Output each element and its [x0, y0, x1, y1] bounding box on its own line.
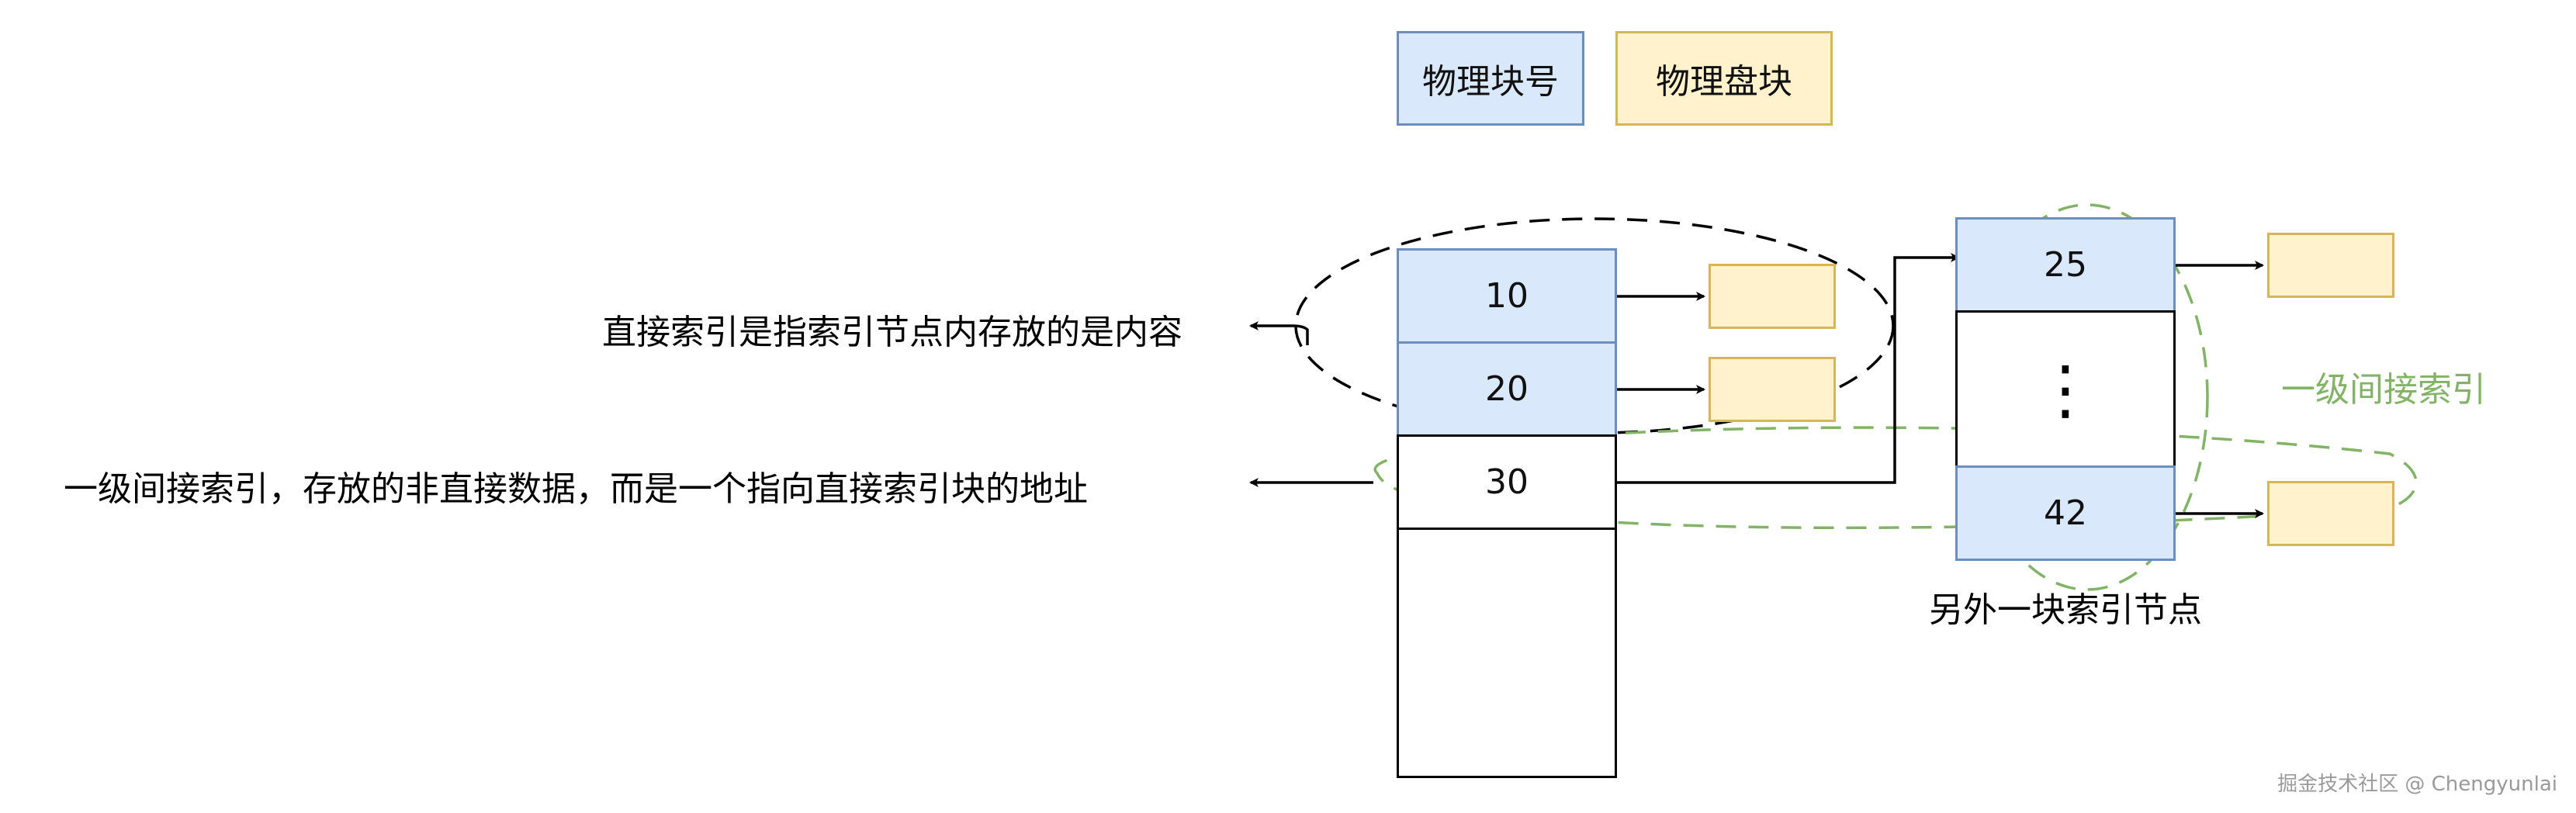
- arrow-30-to-second-block: [1617, 253, 1960, 484]
- second-block-entry-25: 25: [1955, 217, 2176, 313]
- second-block-caption: 另外一块索引节点: [1929, 590, 2202, 630]
- legend-physical-block-number-label: 物理块号: [1422, 62, 1559, 102]
- index-entry-10: 10: [1397, 248, 1617, 344]
- index-entry-empty: [1397, 528, 1617, 778]
- direct-index-annotation: 直接索引是指索引节点内存放的是内容: [602, 313, 1182, 352]
- second-block-entry-25-label: 25: [2044, 245, 2087, 285]
- indirect-index-annotation: 一级间接索引，存放的非直接数据，而是一个指向直接索引块的地址: [64, 469, 1088, 509]
- disk-block-25: [2267, 233, 2394, 298]
- direct-index-annotation-arrow: [1249, 321, 1309, 345]
- legend-physical-disk-block-label: 物理盘块: [1656, 62, 1792, 102]
- second-block-middle: ⋮: [1955, 310, 2176, 468]
- index-entry-20: 20: [1397, 341, 1617, 437]
- index-entry-30: 30: [1397, 434, 1617, 530]
- second-block-entry-42-label: 42: [2044, 493, 2087, 533]
- watermark: 掘金技术社区 @ Chengyunlai: [2277, 773, 2557, 796]
- legend-physical-disk-block: 物理盘块: [1615, 31, 1833, 126]
- second-block-entry-42: 42: [1955, 465, 2176, 561]
- legend-physical-block-number: 物理块号: [1397, 31, 1584, 126]
- disk-block-10: [1709, 264, 1836, 329]
- ellipsis-dots: ⋮: [2033, 351, 2098, 427]
- disk-block-20: [1709, 357, 1836, 422]
- index-entry-30-label: 30: [1485, 462, 1529, 502]
- indirect-index-green-label: 一级间接索引: [2281, 370, 2486, 410]
- disk-block-42: [2267, 481, 2394, 546]
- index-entry-10-label: 10: [1485, 276, 1529, 316]
- index-entry-20-label: 20: [1485, 369, 1529, 409]
